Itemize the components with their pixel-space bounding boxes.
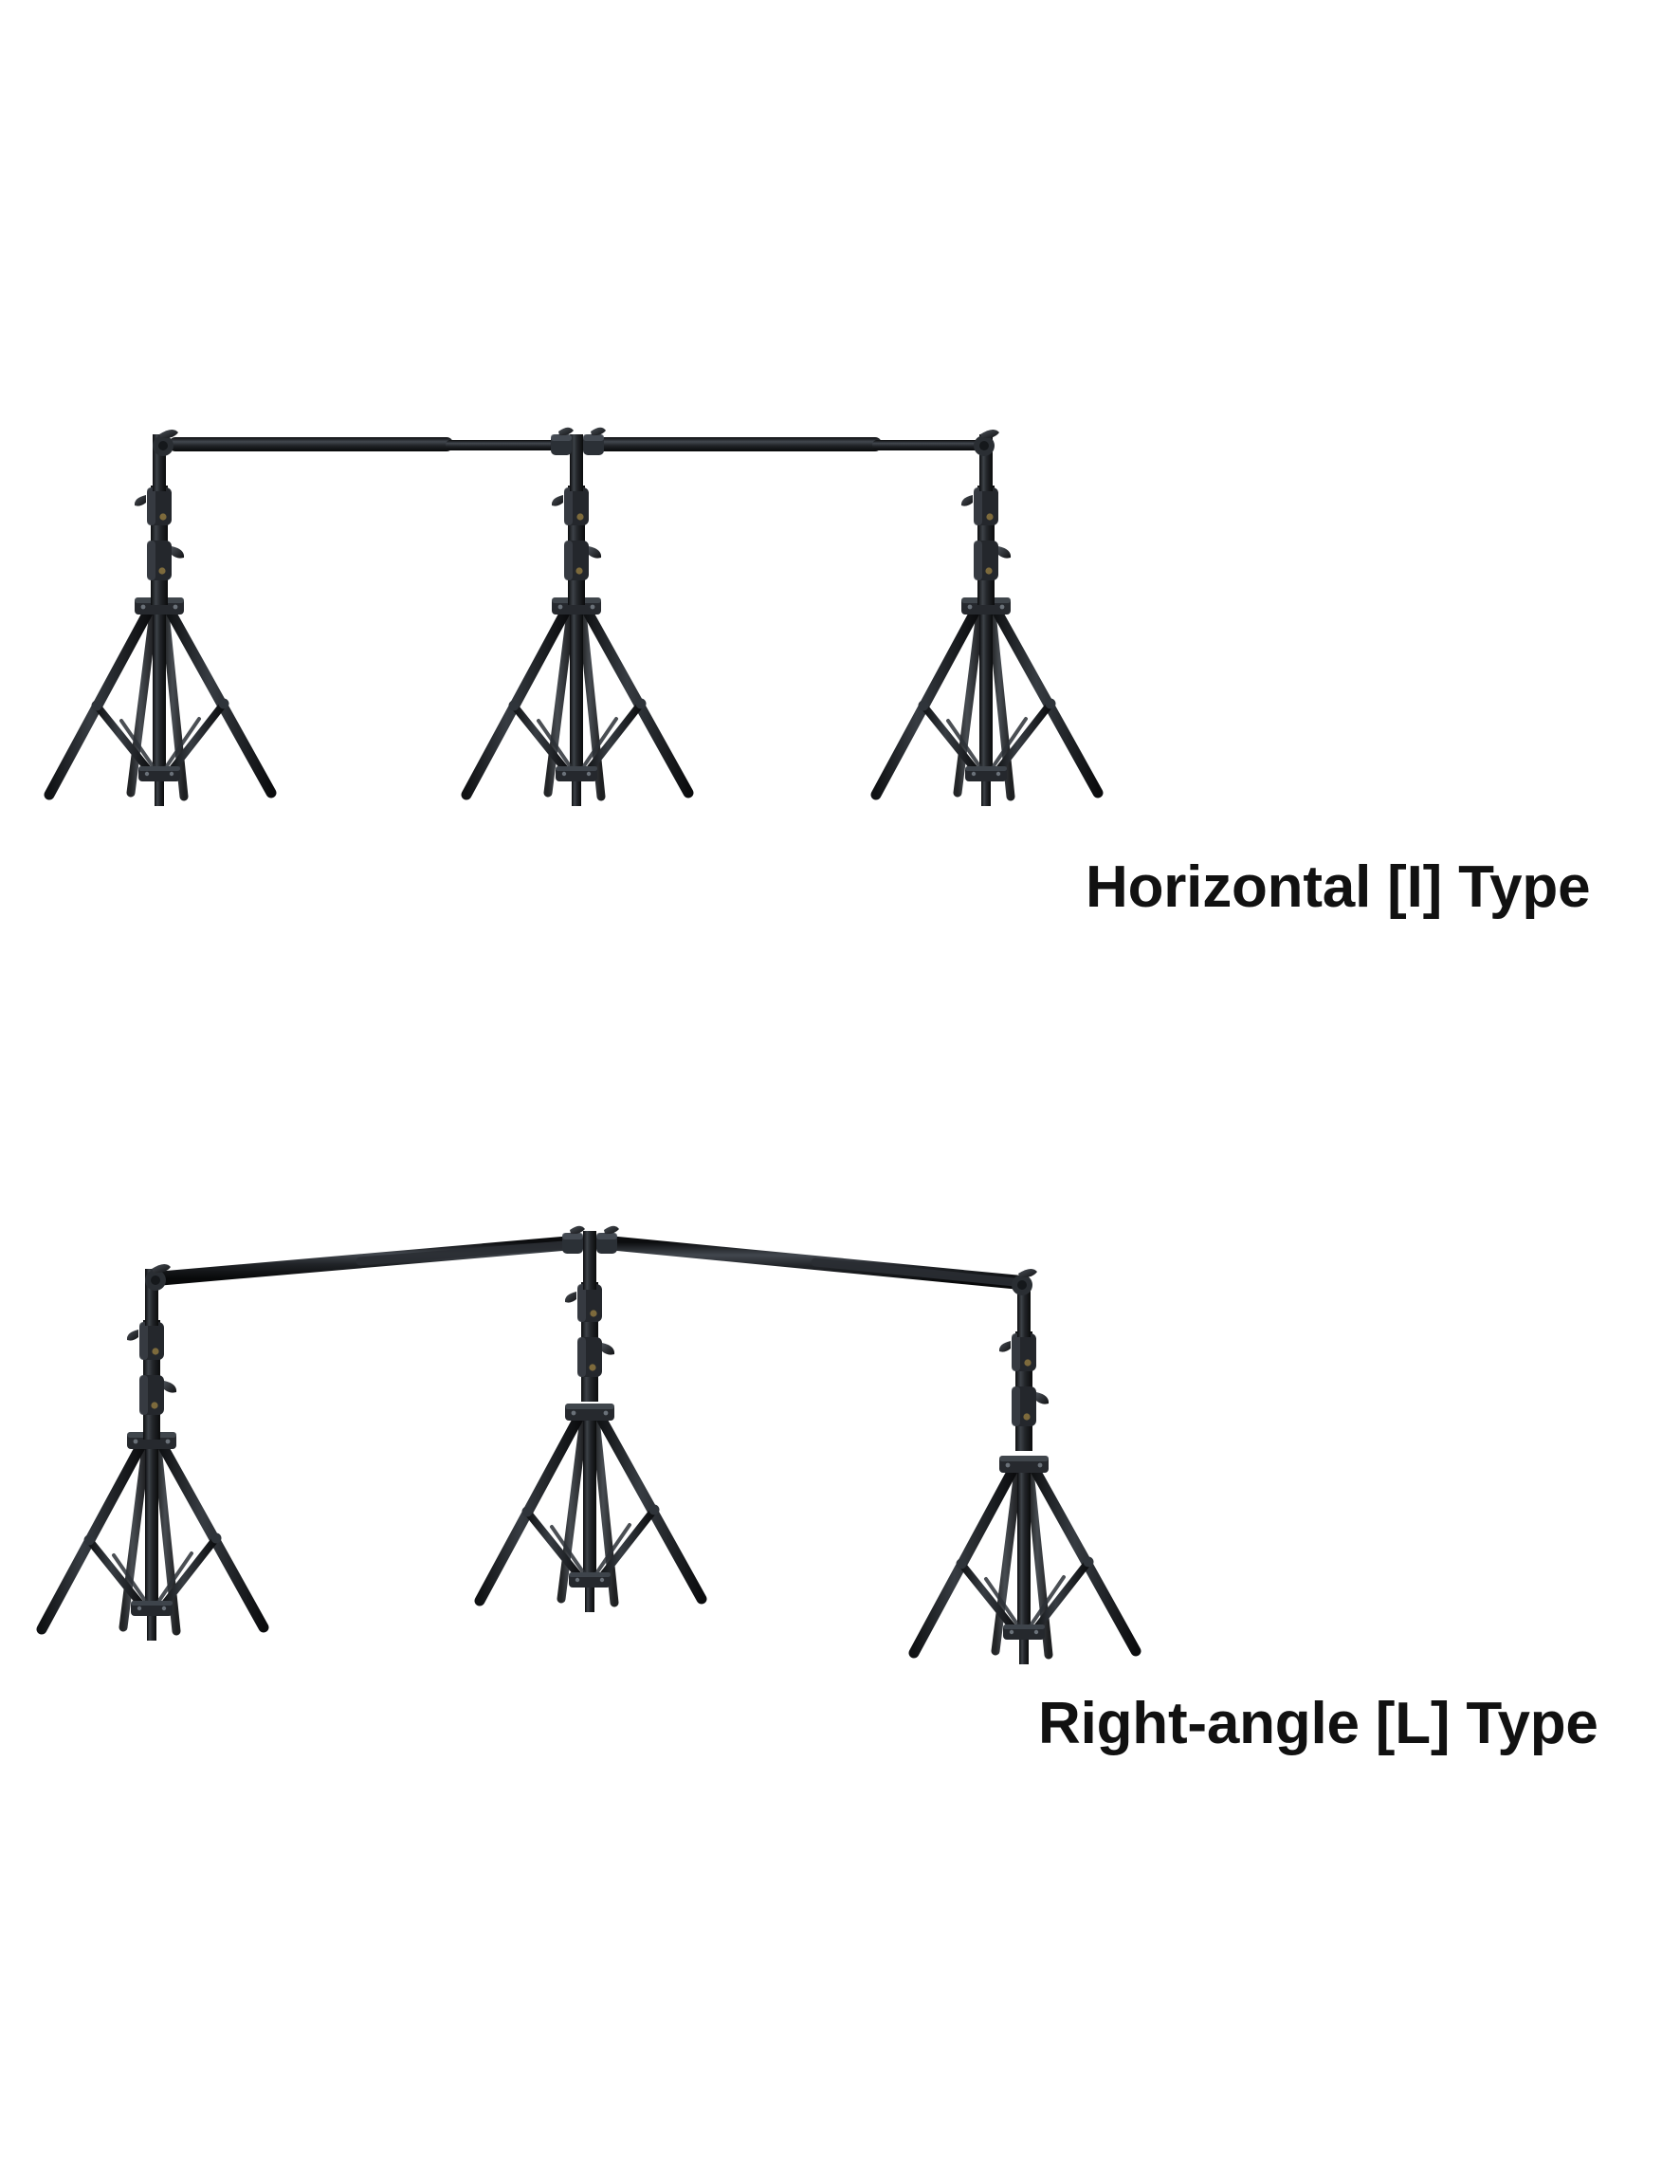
crossbar-left-span xyxy=(169,437,616,451)
stand-i-right xyxy=(876,429,1098,806)
figure-horizontal-i-type xyxy=(49,427,1098,806)
stand-l-left xyxy=(42,1263,264,1641)
caption-horizontal-i-type: Horizontal [I] Type xyxy=(1086,854,1591,920)
stand-i-center xyxy=(466,427,688,806)
crossbar-left-arm xyxy=(154,1235,586,1286)
stand-l-center xyxy=(480,1225,702,1612)
crossbar-right-span xyxy=(588,437,986,451)
figure-right-angle-l-type xyxy=(42,1225,1136,1664)
stand-l-right xyxy=(914,1268,1136,1664)
caption-right-angle-l-type: Right-angle [L] Type xyxy=(1038,1691,1598,1756)
crossbar-right-arm xyxy=(595,1235,1024,1290)
stand-i-left xyxy=(49,429,271,806)
